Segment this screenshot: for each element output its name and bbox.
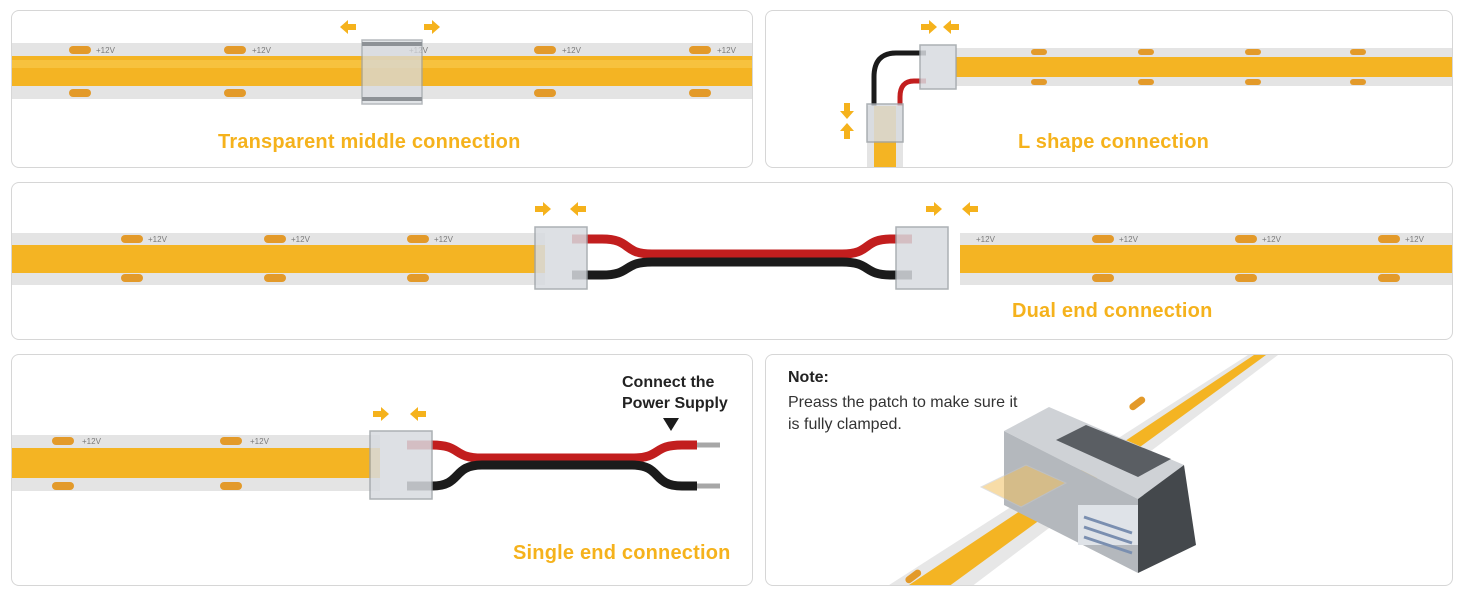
strip-label: +12V xyxy=(1119,235,1139,244)
led-strip-right xyxy=(960,233,1452,285)
panel-single-end: +12V +12V Connect the Power Supply Singl… xyxy=(11,354,753,586)
strip-label: +12V xyxy=(252,46,272,55)
arrow-left-icon xyxy=(410,407,426,421)
led-strip-horizontal xyxy=(12,435,380,491)
strip-label: +12V xyxy=(1262,235,1282,244)
arrow-right-icon xyxy=(424,20,440,34)
note-title: Note: xyxy=(788,369,829,386)
arrow-right-icon xyxy=(373,407,389,421)
caption-l-shape: L shape connection xyxy=(1018,131,1210,153)
strip-label: +12V xyxy=(148,235,168,244)
strip-label: +12V xyxy=(976,235,996,244)
strip-label: +12V xyxy=(291,235,311,244)
arrow-left-icon xyxy=(340,20,356,34)
strip-label: +12V xyxy=(1405,235,1425,244)
clamp-inner-contacts xyxy=(1078,505,1138,555)
arrow-right-icon xyxy=(926,202,942,216)
panel-transparent-middle: +12V +12V +12V +12V +12V Transparent mid… xyxy=(11,10,753,168)
transparent-connector xyxy=(361,39,423,105)
strip-voltage-labels: +12V +12V xyxy=(82,437,270,446)
strip-pads xyxy=(1031,49,1366,85)
strip-pads xyxy=(121,235,1400,282)
arrow-left-icon xyxy=(943,20,959,34)
transparent-middle-diagram: +12V +12V +12V +12V +12V xyxy=(12,20,752,105)
caption-single-end: Single end connection xyxy=(513,542,731,564)
arrow-down-icon xyxy=(840,103,854,119)
strip-label: +12V xyxy=(82,437,102,446)
strip-label: +12V xyxy=(250,437,270,446)
led-strip-horizontal xyxy=(956,48,1452,86)
arrow-left-icon xyxy=(570,202,586,216)
strip-label: +12V xyxy=(96,46,116,55)
l-shape-diagram xyxy=(840,20,1452,167)
triangle-down-icon xyxy=(663,418,679,431)
panel-note: Note: Preass the patch to make sure it i… xyxy=(765,354,1453,586)
panel-dual-end: +12V +12V +12V +12V +12V +12V +12V xyxy=(11,182,1453,340)
dual-end-diagram: +12V +12V +12V +12V +12V +12V +12V xyxy=(12,202,1452,290)
arrow-right-icon xyxy=(921,20,937,34)
extension-wires xyxy=(572,234,912,280)
connector-horizontal xyxy=(919,44,957,90)
panel-l-shape: L shape connection xyxy=(765,10,1453,168)
strip-label: +12V xyxy=(717,46,737,55)
power-supply-callout: Connect the Power Supply xyxy=(622,374,728,412)
strip-label: +12V xyxy=(562,46,582,55)
connector-single xyxy=(369,430,433,500)
arrow-up-icon xyxy=(840,123,854,139)
single-end-diagram: +12V +12V xyxy=(12,407,720,500)
caption-dual-end: Dual end connection xyxy=(1012,300,1213,322)
arrow-left-icon xyxy=(962,202,978,216)
jumper-wires xyxy=(871,50,926,106)
strip-voltage-labels: +12V +12V +12V +12V +12V +12V +12V xyxy=(148,235,1425,244)
strip-label: +12V xyxy=(434,235,454,244)
clamp-illustration xyxy=(889,355,1278,585)
arrow-right-icon xyxy=(535,202,551,216)
note-body: Preass the patch to make sure it is full… xyxy=(788,394,1018,433)
caption-transparent-middle: Transparent middle connection xyxy=(218,131,521,153)
strip-pads xyxy=(52,437,242,490)
clear-lid xyxy=(979,464,1068,508)
connector-right xyxy=(895,226,949,290)
strip-pads xyxy=(69,46,711,97)
connector-left xyxy=(534,226,588,290)
power-wires xyxy=(407,440,720,491)
strip-pads xyxy=(905,396,1146,584)
connector-vertical xyxy=(866,103,904,143)
